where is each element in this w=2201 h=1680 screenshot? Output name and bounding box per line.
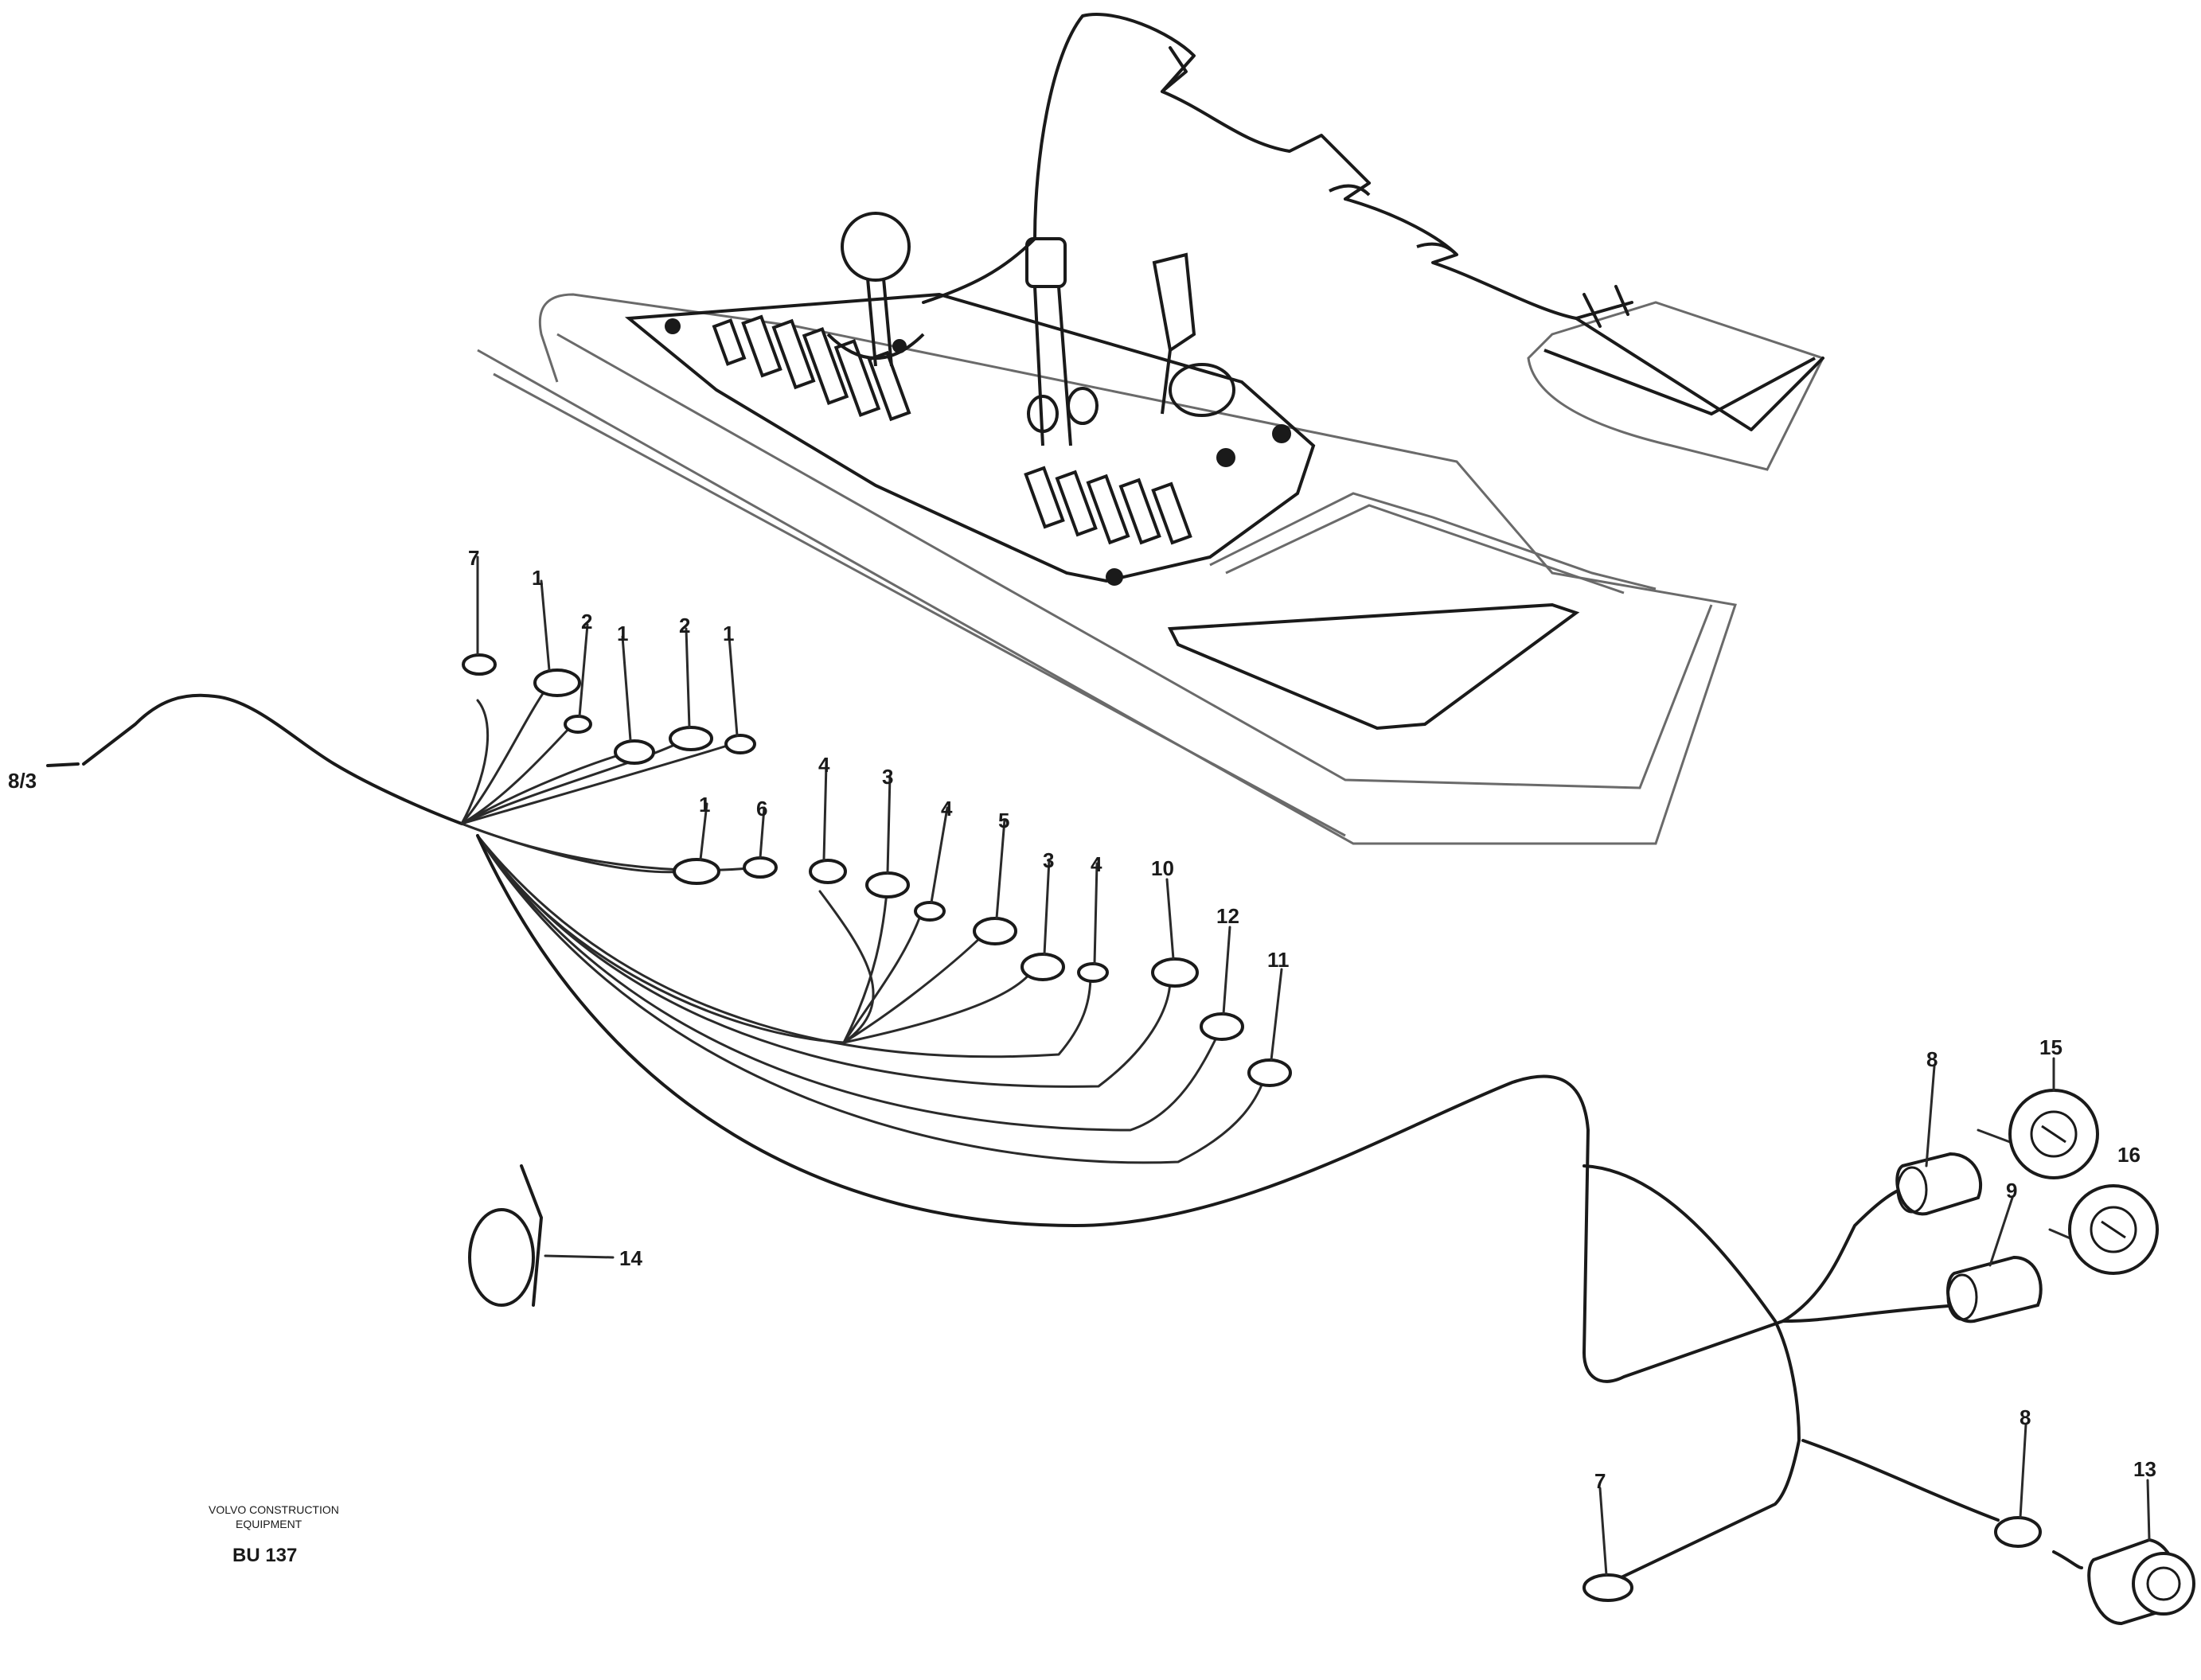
callout-top-5: 2	[679, 614, 690, 637]
callout-top-1: 7	[468, 546, 479, 570]
drawing-stamp: VOLVO CONSTRUCTION EQUIPMENT BU 137	[209, 1503, 339, 1566]
cable-tie-ring	[468, 1164, 615, 1307]
callout-ring: 14	[619, 1246, 642, 1270]
harness-left	[82, 683, 1785, 1383]
callout-top-3: 2	[581, 610, 592, 633]
callout-br-7: 13	[2133, 1457, 2156, 1481]
connector-cylinder-upper	[1895, 1152, 1983, 1216]
callout-br-4: 9	[2006, 1179, 2017, 1203]
callout-mid-6: 5	[998, 809, 1009, 832]
callout-mid-4: 3	[882, 765, 893, 789]
callout-mid-2: 6	[756, 797, 767, 821]
lever-right	[1152, 252, 1235, 417]
callout-mid-10: 12	[1216, 904, 1239, 928]
round-socket-15	[2008, 1089, 2099, 1179]
switch-block-lower	[1024, 466, 1192, 545]
joystick	[826, 212, 925, 367]
harness-right	[1582, 1128, 2083, 1585]
callout-mid-1: 1	[699, 793, 710, 817]
callout-mid-5: 4	[941, 797, 953, 821]
callout-mid-7: 3	[1043, 848, 1054, 872]
callout-mid-3: 4	[818, 753, 830, 777]
stamp-code: BU 137	[232, 1545, 297, 1566]
round-socket-16	[2068, 1184, 2159, 1275]
callout-top-2: 1	[532, 566, 543, 590]
stamp-line-1: VOLVO CONSTRUCTION	[209, 1503, 339, 1516]
callout-mid-9: 10	[1151, 856, 1174, 880]
plug-13	[2087, 1538, 2195, 1626]
callout-ref-left: 8/3	[8, 769, 37, 793]
stamp-line-2: EQUIPMENT	[236, 1518, 302, 1530]
callout-labels: 8/3 7 1 2 1 2 1 1 6 4 3 4 5 3 4 10 12 11…	[8, 546, 2156, 1493]
connectors-left	[462, 653, 1292, 1087]
callout-top-4: 1	[617, 622, 628, 645]
connectors-right	[1582, 1089, 2195, 1626]
lever-center	[1025, 237, 1099, 446]
callout-br-5: 8	[2020, 1405, 2031, 1429]
callout-mid-11: 11	[1267, 948, 1290, 972]
leader-lines	[46, 555, 2151, 1577]
control-panel	[477, 13, 1825, 845]
connector-cylinder-lower	[1946, 1255, 2043, 1323]
callout-br-6: 7	[1594, 1469, 1606, 1493]
callout-br-3: 16	[2117, 1143, 2141, 1167]
callout-top-6: 1	[723, 622, 734, 645]
switch-block-left	[712, 314, 911, 422]
callout-br-1: 8	[1926, 1047, 1938, 1071]
callout-mid-8: 4	[1091, 852, 1102, 876]
callout-br-2: 15	[2039, 1035, 2062, 1059]
